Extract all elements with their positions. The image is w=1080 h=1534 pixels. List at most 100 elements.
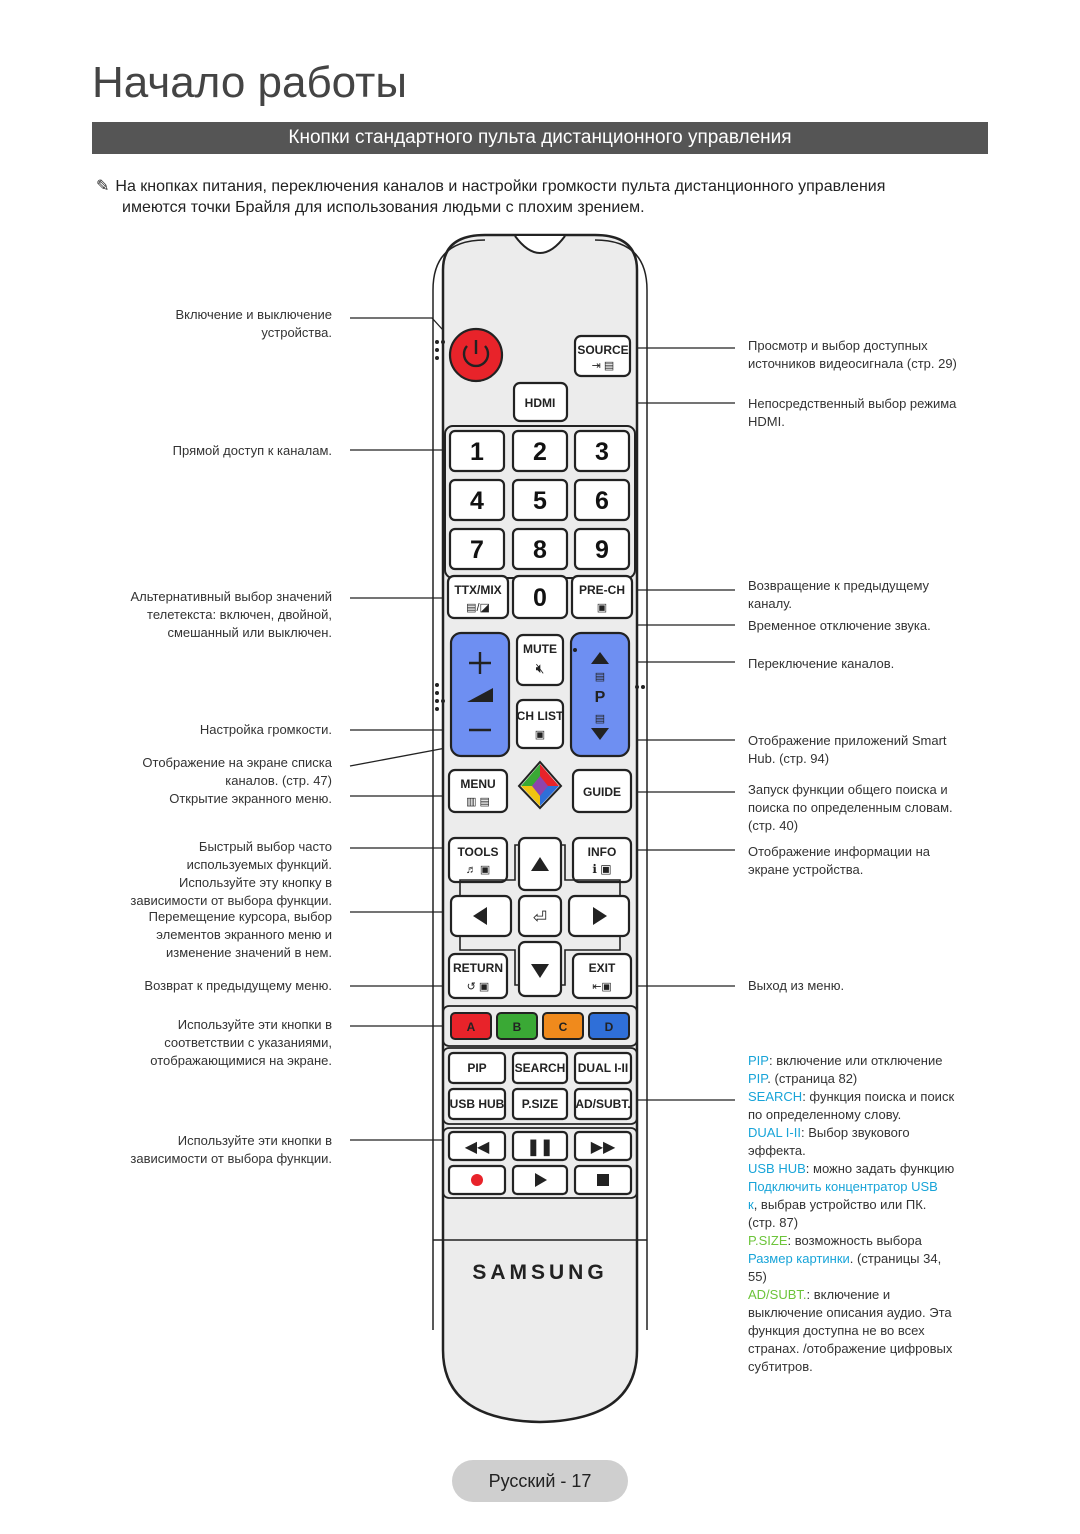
info-button[interactable] (571, 836, 633, 884)
color-label: A (467, 1020, 476, 1034)
ir-window (514, 235, 566, 254)
volume-rocker[interactable] (449, 631, 511, 758)
chlist-icon: ▣ (535, 729, 545, 741)
digit-3-button[interactable] (573, 429, 631, 473)
mute-button[interactable] (515, 633, 565, 687)
hdmi-button[interactable] (512, 381, 569, 423)
color-label: B (513, 1020, 522, 1034)
digit-buttons: 1 2 3 4 5 6 7 8 9 (448, 429, 631, 571)
hdmi-label: HDMI (525, 396, 556, 410)
teletext-icon: ▤/◪ (466, 602, 490, 614)
source-button[interactable] (573, 334, 632, 378)
digit-label: 2 (533, 438, 547, 466)
label-exit: Выход из меню. (748, 978, 845, 993)
dual-button[interactable] (573, 1051, 633, 1085)
channel-p-label: P (595, 689, 606, 706)
label-channel: Переключение каналов. (748, 656, 895, 671)
pip-button[interactable] (447, 1051, 507, 1085)
page-title: Начало работы (92, 58, 407, 107)
ttx-mix-button[interactable] (446, 574, 510, 620)
guide-button[interactable] (571, 768, 633, 814)
rewind-button[interactable] (447, 1130, 507, 1162)
digit-4-button[interactable] (448, 478, 506, 522)
volume-level-icon (467, 688, 493, 702)
digit-9-button[interactable] (573, 527, 631, 571)
arrow-up-icon (531, 857, 549, 871)
return-button[interactable] (447, 952, 509, 1000)
nav-enter-button[interactable] (517, 894, 563, 938)
note-line-2: имеются точки Брайля для использования л… (122, 199, 645, 216)
arrow-down-icon (531, 964, 549, 978)
mute-label: MUTE (523, 642, 557, 656)
pencil-note-icon: ✎ (96, 178, 110, 195)
color-d-button[interactable] (588, 1012, 630, 1040)
section-header: Кнопки стандартного пульта дистанционног… (92, 122, 988, 154)
fn-label: USB HUB (450, 1097, 505, 1111)
stop-icon (597, 1174, 609, 1186)
play-icon (535, 1173, 547, 1187)
arrow-left-icon (473, 907, 487, 925)
brand-logo: SAMSUNG (472, 1261, 607, 1284)
color-a-button[interactable] (450, 1012, 492, 1040)
menu-button[interactable] (447, 768, 509, 814)
fast-forward-icon: ▶▶ (591, 1139, 616, 1156)
prech-label: PRE-CH (579, 583, 625, 597)
remote-control: .btn { fill:#fff; stroke:#222; stroke-wi… (432, 233, 648, 1424)
digit-0-button[interactable] (511, 574, 569, 620)
rewind-icon: ◀◀ (465, 1139, 490, 1156)
label-volume: Настройка громкости. (199, 722, 332, 737)
pre-ch-button[interactable] (570, 574, 634, 620)
color-b-button[interactable] (496, 1012, 538, 1040)
digit-7-button[interactable] (448, 527, 506, 571)
return-label: RETURN (453, 961, 503, 975)
digit-8-button[interactable] (511, 527, 569, 571)
digit-6-button[interactable] (573, 478, 631, 522)
search-button[interactable] (511, 1051, 569, 1085)
tools-label: TOOLS (457, 845, 498, 859)
info-label: INFO (588, 845, 617, 859)
enter-icon: ⏎ (533, 908, 547, 927)
label-return: Возврат к предыдущему меню. (144, 978, 332, 993)
power-button[interactable] (448, 327, 504, 383)
digit-5-button[interactable] (511, 478, 569, 522)
digit-label: 9 (595, 536, 609, 564)
digit-label: 0 (533, 584, 547, 612)
pause-button[interactable] (511, 1130, 569, 1162)
usb-hub-button[interactable] (447, 1087, 507, 1121)
info-icon: ℹ ▣ (592, 862, 611, 876)
braille-note: ✎На кнопках питания, переключения канало… (96, 176, 976, 218)
menu-icon: ▥ ▤ (466, 796, 490, 808)
source-input-icon: ⇥ ▤ (592, 360, 615, 372)
digit-2-button[interactable] (511, 429, 569, 473)
psize-button[interactable] (511, 1087, 569, 1121)
color-c-button[interactable] (542, 1012, 584, 1040)
exit-icon: ⇤▣ (592, 981, 612, 993)
chlist-label: CH LIST (517, 709, 564, 723)
fn-label: P.SIZE (522, 1097, 558, 1111)
exit-label: EXIT (589, 961, 616, 975)
label-digits: Прямой доступ к каналам. (172, 443, 332, 458)
label-mute: Временное отключение звука. (748, 618, 931, 633)
digit-label: 1 (470, 438, 484, 466)
digit-label: 8 (533, 536, 547, 564)
label-menu: Открытие экранного меню. (169, 791, 332, 806)
mute-speaker-icon: 🔇︎ (536, 660, 545, 676)
ad-subt-button[interactable] (573, 1087, 633, 1121)
fast-forward-button[interactable] (573, 1130, 633, 1162)
exit-button[interactable] (571, 952, 633, 1000)
digit-1-button[interactable] (448, 429, 506, 473)
ch-list-button[interactable] (515, 698, 565, 750)
digit-label: 7 (470, 536, 484, 564)
channel-rocker[interactable] (569, 631, 631, 758)
smart-hub-button[interactable] (517, 760, 563, 810)
tools-button[interactable] (447, 836, 509, 884)
